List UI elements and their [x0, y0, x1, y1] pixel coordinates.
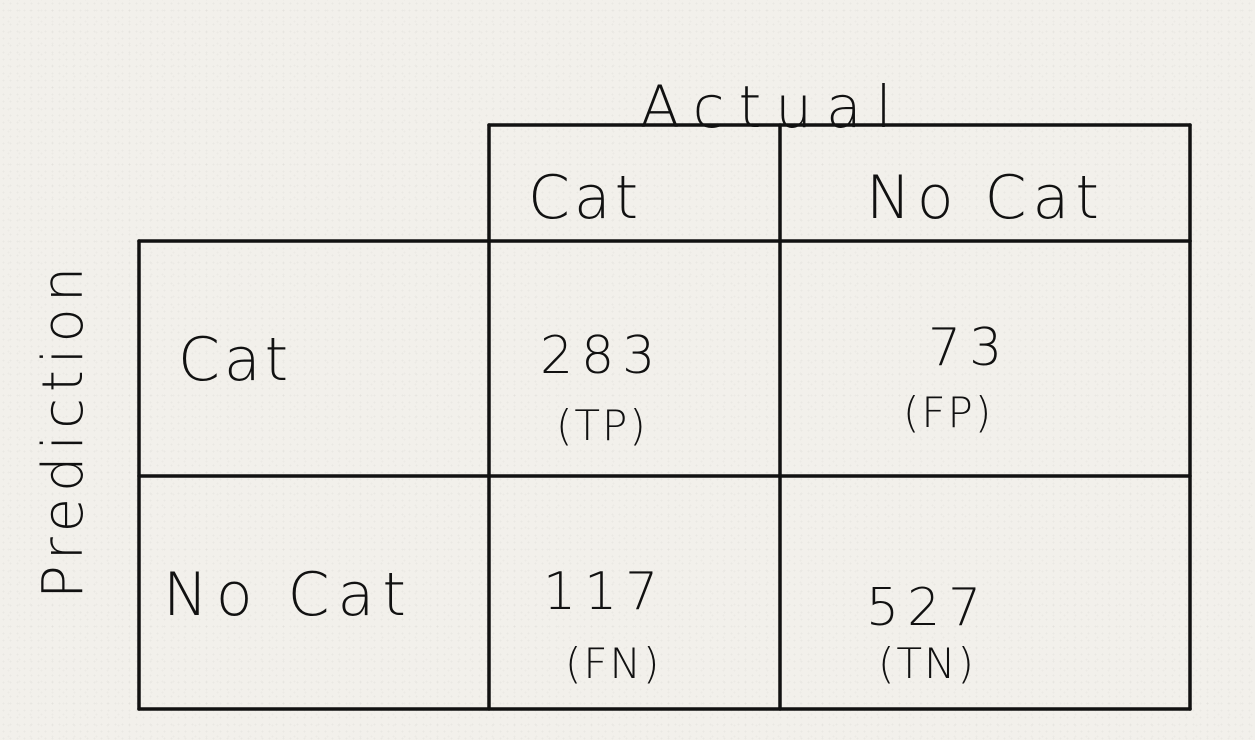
prediction-axis-label: Prediction [31, 260, 96, 599]
cell-false-positive-value: 73 [928, 318, 1011, 378]
cell-false-positive-tag: (FP) [903, 388, 994, 437]
cell-true-negative-tag: (TN) [878, 639, 976, 688]
row-header-no-cat: No Cat [163, 560, 414, 630]
actual-axis-label: Actual [640, 73, 906, 141]
cell-true-negative-value: 527 [866, 578, 990, 638]
column-header-no-cat: No Cat [866, 163, 1105, 233]
cell-false-negative-value: 117 [543, 562, 667, 622]
row-header-cat: Cat [178, 325, 293, 395]
cell-false-negative-tag: (FN) [565, 639, 662, 688]
cell-true-positive-tag: (TP) [556, 401, 648, 450]
cell-true-positive-value: 283 [540, 326, 664, 386]
column-header-cat: Cat [528, 163, 643, 233]
